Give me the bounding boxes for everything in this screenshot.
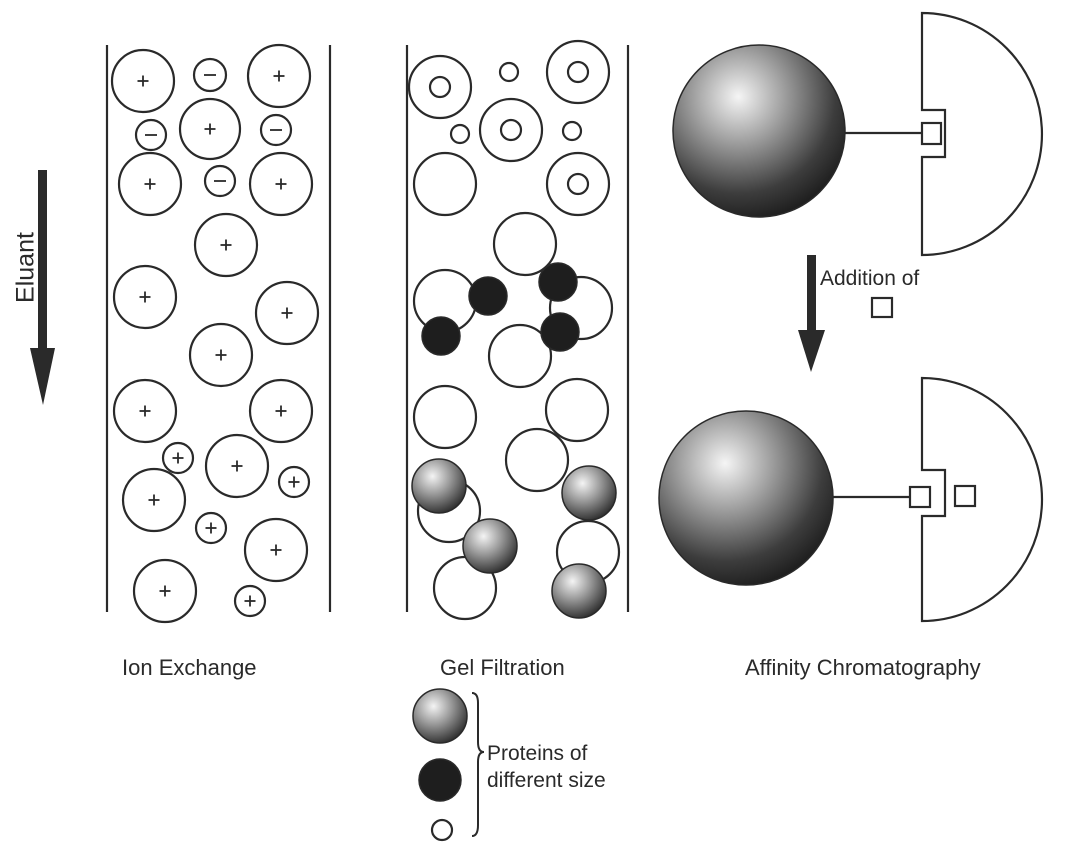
ion-bead-positive — [204, 433, 270, 499]
ion-bead-negative — [192, 57, 228, 93]
ion-bead-positive — [121, 467, 187, 533]
gel-porous-bead — [412, 151, 478, 217]
legend-large-protein-icon — [412, 688, 468, 744]
affinity-receptor-bottom — [920, 376, 1044, 623]
ion-bead-positive — [243, 517, 309, 583]
affinity-receptor-top — [920, 11, 1044, 257]
large-protein-shaded — [551, 563, 607, 619]
competitor-ligand-icon — [953, 484, 977, 508]
ion-bead-negative — [259, 113, 293, 147]
eluant-and-legend — [30, 170, 485, 842]
gel-porous-bead — [561, 120, 583, 142]
ion-bead-positive — [193, 212, 259, 278]
large-protein-shaded — [561, 465, 617, 521]
bound-ligand-icon — [920, 121, 943, 146]
affinity-bead-bottom — [658, 410, 834, 586]
down-arrow-shaft — [807, 255, 816, 335]
small-protein-in-pore — [428, 75, 452, 99]
down-arrow-icon — [798, 330, 825, 372]
gel-porous-bead — [492, 211, 558, 277]
ion-bead-positive — [112, 264, 178, 330]
medium-protein-dark — [468, 276, 508, 316]
ion-bead-negative — [203, 164, 237, 198]
ion-bead-positive — [246, 43, 312, 109]
addition-of-label: Addition of — [820, 267, 920, 290]
gel-filtration-caption: Gel Filtration — [440, 655, 565, 680]
small-protein-in-pore — [499, 118, 523, 142]
eluant-label: Eluant — [11, 232, 40, 303]
ion-bead-positive — [161, 441, 195, 475]
ion-bead-positive — [277, 465, 311, 499]
affinity-chromatography-panel — [658, 11, 1044, 623]
ion-bead-positive — [248, 151, 314, 217]
gel-porous-bead — [449, 123, 471, 145]
ion-exchange-column — [105, 43, 332, 624]
small-protein-in-pore — [566, 172, 590, 196]
bead-ligand-icon — [908, 485, 932, 509]
ion-bead-positive — [188, 322, 254, 388]
ion-bead-positive — [112, 378, 178, 444]
eluant-arrow-shaft — [38, 170, 47, 350]
ion-bead-positive — [178, 97, 242, 161]
affinity-chromatography-caption: Affinity Chromatography — [745, 655, 981, 680]
free-ligand-icon — [870, 296, 894, 319]
legend-brace — [471, 692, 485, 837]
large-protein-shaded — [411, 458, 467, 514]
ion-bead-positive — [110, 48, 176, 114]
small-protein-in-pore — [566, 60, 590, 84]
ion-bead-negative — [134, 118, 168, 152]
medium-protein-dark — [421, 316, 461, 356]
gel-porous-bead — [407, 54, 473, 120]
ion-exchange-caption: Ion Exchange — [122, 655, 257, 680]
gel-porous-bead — [545, 151, 611, 217]
gel-porous-bead — [487, 323, 553, 389]
legend-line-1: Proteins of — [487, 742, 588, 765]
medium-protein-dark — [538, 262, 578, 302]
legend-line-2: different size — [487, 769, 606, 792]
eluant-arrow-icon — [30, 348, 55, 405]
affinity-bead-top — [672, 44, 846, 218]
legend-small-protein-icon — [430, 818, 454, 842]
gel-filtration-column — [405, 39, 630, 621]
gel-porous-bead — [412, 384, 478, 450]
ion-bead-positive — [117, 151, 183, 217]
ion-bead-positive — [132, 558, 198, 624]
ion-bead-positive — [248, 378, 314, 444]
gel-porous-bead — [478, 97, 544, 163]
gel-porous-bead — [545, 39, 611, 105]
legend-text: Proteins of different size — [487, 740, 606, 794]
gel-porous-bead — [544, 377, 610, 443]
ion-bead-positive — [254, 280, 320, 346]
gel-porous-bead — [504, 427, 570, 493]
gel-porous-bead — [498, 61, 520, 83]
medium-protein-dark — [540, 312, 580, 352]
legend-medium-protein-icon — [418, 758, 462, 802]
ion-bead-positive — [194, 511, 228, 545]
gel-porous-bead — [548, 275, 614, 341]
large-protein-shaded — [462, 518, 518, 574]
ion-bead-positive — [233, 584, 267, 618]
